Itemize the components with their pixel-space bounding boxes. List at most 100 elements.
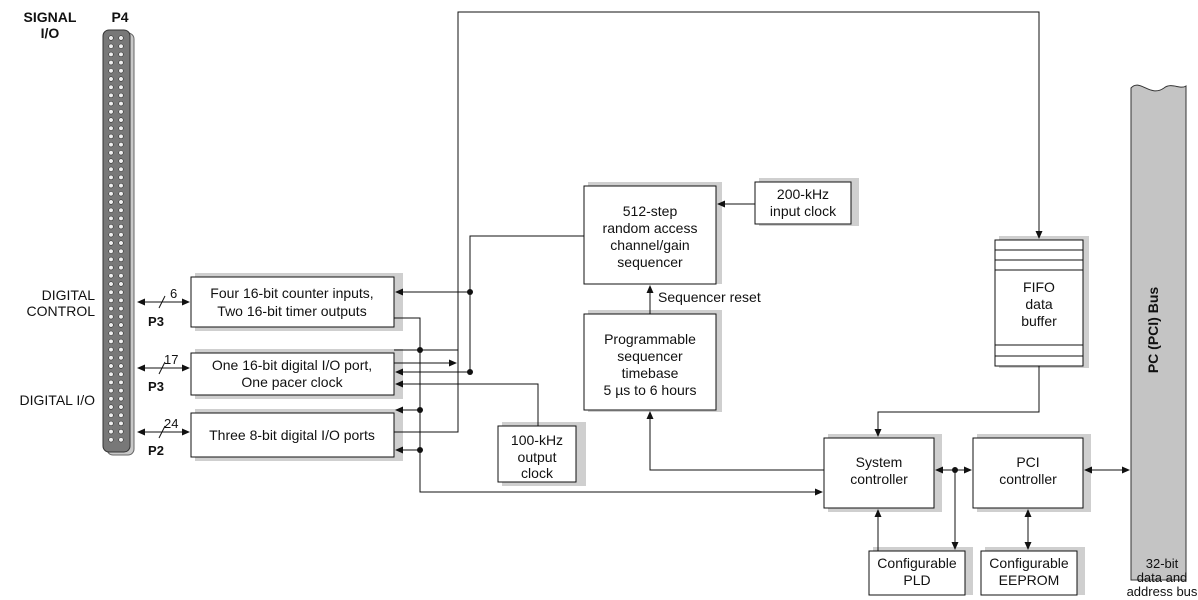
connector-pin	[108, 281, 114, 287]
connector-pin	[108, 240, 114, 246]
p3-top-label: P3	[148, 314, 164, 329]
connector-pin	[118, 142, 124, 148]
connector-pin	[118, 51, 124, 58]
connector-pin	[118, 347, 124, 353]
sequencer-text-1: 512-step	[623, 203, 678, 219]
connector-pin	[108, 224, 114, 230]
eeprom-text-2: EEPROM	[999, 572, 1060, 588]
digital-control-label-2: CONTROL	[27, 303, 96, 319]
connector-pin	[108, 396, 114, 402]
connector-pin	[118, 363, 124, 369]
connector-pin	[108, 158, 114, 164]
sequencer-text-3: channel/gain	[610, 237, 689, 253]
connector-pin	[118, 265, 124, 271]
connector-pin	[108, 84, 114, 90]
connector-pin	[108, 68, 114, 74]
connector-pin	[118, 404, 124, 410]
connector-pin	[118, 379, 124, 386]
bus-width-digital-port: 17	[164, 352, 178, 367]
digital-io-ports-block	[190, 412, 395, 458]
system-controller-text-2: controller	[850, 471, 908, 487]
connector-pin	[118, 43, 124, 49]
output-clock-block	[497, 425, 577, 483]
connector-pin	[118, 420, 124, 427]
connector-pin	[118, 322, 124, 328]
connector-pin	[118, 215, 124, 221]
connector-pin	[108, 371, 114, 377]
connector-pin	[118, 281, 124, 287]
connector-pin	[118, 232, 124, 238]
system-controller-text-1: System	[856, 454, 903, 470]
timebase-text-2: sequencer	[617, 348, 683, 364]
sequencer-reset-label: Sequencer reset	[658, 289, 761, 305]
connector-pin	[108, 76, 114, 82]
connector-pin	[108, 322, 114, 328]
output-clock-text-2: output	[518, 449, 557, 465]
connector-pin	[118, 306, 124, 312]
connector-pin	[108, 429, 114, 435]
connector-pin	[108, 142, 114, 148]
connector-pin	[118, 125, 124, 131]
connector-pin	[108, 133, 114, 139]
p3-mid-label: P3	[148, 379, 164, 394]
connector-pin	[118, 224, 124, 230]
connector-pin	[108, 117, 114, 123]
connector-pin	[118, 35, 124, 41]
connector-pin	[118, 109, 124, 115]
p2-label: P2	[148, 443, 164, 458]
pld-text-2: PLD	[903, 572, 930, 588]
connector-pin	[108, 166, 114, 172]
input-clock-text-2: input clock	[770, 203, 837, 219]
connector-pin	[108, 125, 114, 131]
digital-control-label: DIGITAL	[42, 287, 96, 303]
connector-pin	[108, 355, 114, 361]
counter-timer-block	[190, 276, 395, 328]
connector-pin	[118, 68, 124, 74]
input-clock-block	[754, 181, 852, 225]
pc-bus-label: PC (PCI) Bus	[1145, 287, 1161, 374]
connector-pin	[108, 150, 114, 156]
connector-pin	[118, 396, 124, 402]
connector-pin	[118, 248, 124, 254]
signal-io-label: SIGNAL	[24, 9, 77, 25]
p4-label: P4	[111, 9, 128, 25]
connector-pin	[118, 133, 124, 139]
bus-width-digital-ports: 24	[164, 416, 178, 431]
counter-block-text-2: Two 16-bit timer outputs	[217, 303, 366, 319]
connector-pin	[118, 92, 124, 98]
fifo-text-1: FIFO	[1023, 279, 1055, 295]
digital-ports-text: Three 8-bit digital I/O ports	[209, 427, 375, 443]
eeprom-block	[980, 550, 1078, 596]
output-clock-text-3: clock	[521, 465, 554, 481]
connector-pin	[108, 100, 114, 107]
connector-pin	[108, 347, 114, 353]
connector-pin	[108, 289, 114, 295]
timebase-text-3: timebase	[622, 365, 679, 381]
connector-pin	[118, 150, 124, 156]
connector-pin	[118, 355, 124, 361]
connector-pin	[118, 191, 124, 197]
pc-pci-bus	[1130, 84, 1187, 581]
pld-text-1: Configurable	[877, 555, 957, 571]
connector-pin	[108, 363, 114, 369]
output-clock-text-1: 100-kHz	[511, 432, 563, 448]
connector-pin	[118, 437, 124, 443]
connector-pin	[108, 199, 114, 205]
connector-pin	[108, 183, 114, 189]
connector-pin	[118, 314, 124, 320]
connector-pin	[108, 256, 114, 263]
sequencer-block	[583, 185, 717, 285]
connector-pin	[118, 59, 124, 66]
p4-connector	[102, 29, 135, 456]
connector-pin	[108, 265, 114, 271]
digital-io-label: DIGITAL I/O	[20, 392, 96, 408]
signal-io-label-2: I/O	[41, 25, 60, 41]
connector-pin	[108, 174, 114, 180]
connector-pin	[118, 166, 124, 172]
bus-caption-3: address bus	[1127, 584, 1198, 599]
connector-pin	[118, 199, 124, 205]
system-controller-block	[823, 437, 935, 509]
connector-pin	[118, 429, 124, 435]
connector-pin	[108, 437, 114, 443]
